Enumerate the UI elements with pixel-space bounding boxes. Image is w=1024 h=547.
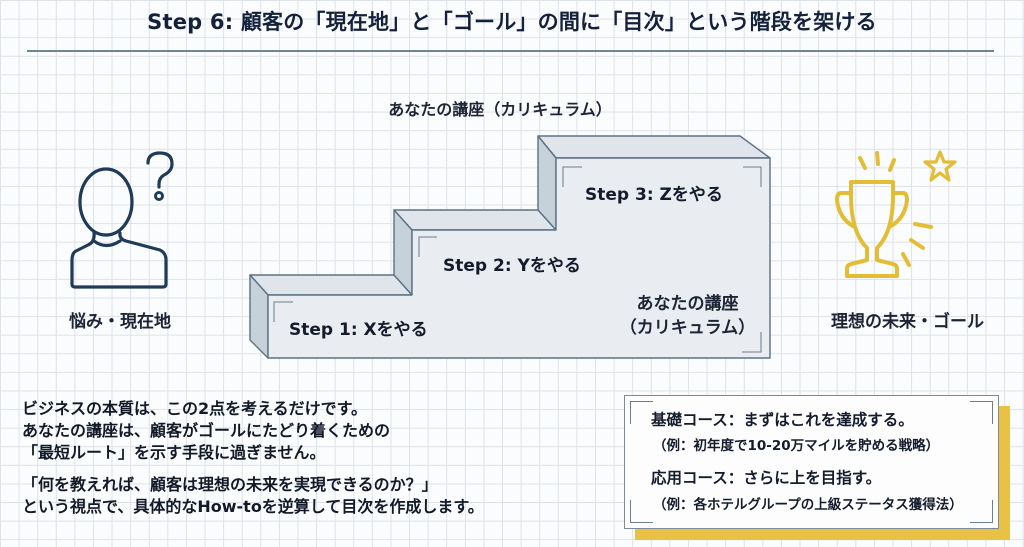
corner-bracket (970, 500, 993, 523)
body-line: 「何を教えれば、顧客は理想の未来を実現できるのか？」 (22, 475, 438, 494)
step-1-label: Step 1: Xをやる (289, 320, 428, 340)
basic-course-example: （例：初年度で10-20万マイルを貯める戦略） (653, 438, 940, 454)
stairs-inner-label: あなたの講座 （カリキュラム） (600, 292, 775, 340)
step-2-label: Step 2: Yをやる (443, 256, 581, 276)
step3-bracket-left (562, 166, 582, 187)
step-3-label: Step 3: Zをやる (585, 185, 723, 205)
goal-label: 理想の未来・ゴール (831, 312, 984, 332)
body-line: という視点で、具体的なHow-toを逆算して目次を作成します。 (22, 497, 484, 516)
body-paragraph-1: ビジネスの本質は、この2点を考えるだけです。 あなたの講座は、顧客がゴールにたど… (22, 398, 622, 464)
title-divider (27, 50, 994, 52)
corner-bracket (970, 401, 993, 424)
corner-bracket (630, 401, 653, 424)
body-text: ビジネスの本質は、この2点を考えるだけです。 あなたの講座は、顧客がゴールにたど… (22, 398, 622, 518)
course-box: 基礎コース：まずはこれを達成する。 （例：初年度で10-20万マイルを貯める戦略… (624, 395, 999, 529)
corner-bracket (630, 500, 653, 523)
step3-bracket-right (743, 166, 762, 187)
stairs-front (267, 157, 771, 359)
page-title: Step 6: 顧客の「現在地」と「ゴール」の間に「目次」という階段を架ける (147, 10, 877, 34)
step2-bracket (418, 236, 437, 257)
stairs-bracket-bottom-right (742, 332, 762, 353)
advanced-course-title: 応用コース：さらに上を目指す。 (651, 469, 882, 487)
step3-top (537, 135, 771, 159)
body-line: ビジネスの本質は、この2点を考えるだけです。 (22, 399, 368, 418)
trophy-star-icon (835, 150, 957, 278)
current-state-label: 悩み・現在地 (69, 312, 171, 332)
body-line: 「最短ルート」を示す手段に過ぎません。 (22, 443, 326, 462)
step1-top (249, 274, 413, 296)
step2-top (393, 209, 557, 231)
step1-bracket (273, 301, 293, 322)
stairs-caption: あなたの講座（カリキュラム） (388, 100, 612, 119)
person-question-icon (70, 151, 174, 289)
body-paragraph-2: 「何を教えれば、顧客は理想の未来を実現できるのか？」 という視点で、具体的なHo… (22, 474, 622, 518)
stairs-inner-line2: （カリキュラム） (619, 318, 756, 338)
body-line: あなたの講座は、顧客がゴールにたどり着くための (22, 421, 391, 440)
basic-course-title: 基礎コース：まずはこれを達成する。 (651, 411, 914, 429)
advanced-course-example: （例：各ホテルグループの上級ステータス獲得法） (653, 497, 963, 513)
stairs-inner-line1: あなたの講座 (636, 294, 739, 314)
